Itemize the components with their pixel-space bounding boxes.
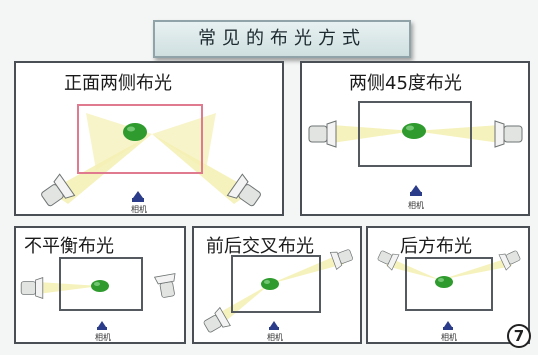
lamp-icon xyxy=(498,250,521,271)
camera-label: 相机 xyxy=(267,333,283,342)
camera-label: 相机 xyxy=(408,201,424,210)
background-frame xyxy=(77,104,203,174)
camera-label: 相机 xyxy=(95,333,111,342)
light-beam xyxy=(270,254,344,284)
lamp-icon xyxy=(494,120,523,148)
light-beam xyxy=(332,125,414,143)
panel-both-sides-45: 两侧45度布光 相机 xyxy=(300,61,530,216)
light-beam xyxy=(440,258,512,280)
subject xyxy=(435,276,453,288)
background-frame xyxy=(358,101,472,167)
lamp-icon xyxy=(308,120,337,148)
lamp-icon xyxy=(20,277,44,299)
light-beam xyxy=(49,134,152,204)
camera-icon xyxy=(410,185,422,196)
subject xyxy=(402,123,426,139)
light-beam xyxy=(210,284,270,326)
panel-title: 不平衡布光 xyxy=(24,236,114,257)
panel-title: 两侧45度布光 xyxy=(349,73,462,94)
light-beam xyxy=(386,258,440,280)
subject xyxy=(123,123,147,141)
subject xyxy=(261,278,279,290)
panel-front-both-sides: 正面两侧布光 相机 xyxy=(14,61,284,216)
page-number: 7 xyxy=(507,324,531,348)
lamp-icon xyxy=(226,173,261,207)
panel-title: 前后交叉布光 xyxy=(206,236,314,257)
subject xyxy=(91,280,109,292)
lamp-icon xyxy=(153,273,176,298)
camera-icon xyxy=(97,321,107,330)
background-frame xyxy=(405,257,493,311)
background-frame xyxy=(59,257,143,311)
lamp-icon xyxy=(377,250,400,271)
lamp-icon xyxy=(329,249,353,270)
light-beam xyxy=(152,113,216,170)
camera-icon xyxy=(132,191,144,202)
camera-icon xyxy=(443,321,453,330)
light-beam xyxy=(38,282,100,294)
light-beam xyxy=(86,113,152,170)
lamp-icon xyxy=(41,173,76,207)
lamp-icon xyxy=(203,306,231,333)
camera-icon xyxy=(269,321,279,330)
background-frame xyxy=(231,255,321,313)
panel-title: 后方布光 xyxy=(400,236,472,257)
camera-label: 相机 xyxy=(441,333,457,342)
panel-title: 正面两侧布光 xyxy=(64,73,172,94)
camera-label: 相机 xyxy=(131,205,147,214)
light-beam xyxy=(414,125,500,143)
panel-uneven: 不平衡布光 相机 xyxy=(14,226,186,344)
panel-back: 后方布光 相机 xyxy=(366,226,530,344)
panel-front-back-cross: 前后交叉布光 相机 xyxy=(192,226,362,344)
diagram-title: 常见的布光方式 xyxy=(153,20,411,58)
